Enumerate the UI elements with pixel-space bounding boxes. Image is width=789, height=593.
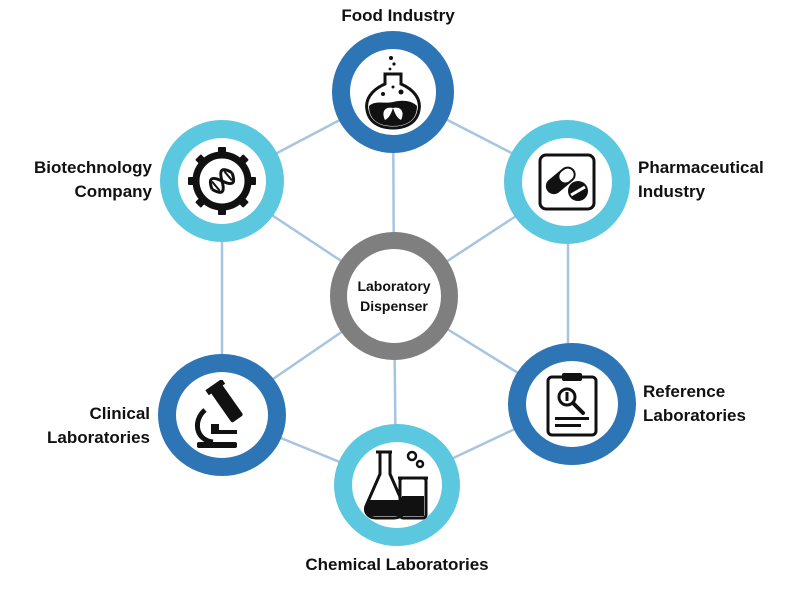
label-biotechnology-company: Biotechnology Company [33, 158, 152, 201]
label-chemical-laboratories: Chemical Laboratories [305, 555, 489, 574]
node-pharmaceutical-industry [504, 120, 630, 244]
node-food-industry [332, 31, 454, 153]
node-clinical-laboratories [158, 354, 286, 476]
center-label: Laboratory Dispenser [330, 232, 458, 360]
label-clinical-laboratories: Clinical Laboratories [47, 404, 150, 447]
label-pharmaceutical-industry: Pharmaceutical Industry [638, 158, 764, 201]
clipboard-magnifier-icon [546, 373, 598, 437]
dna-gear-icon [188, 147, 256, 215]
center-label-line2: Dispenser [360, 298, 428, 314]
pills-icon [538, 153, 596, 211]
label-food-industry: Food Industry [341, 6, 455, 25]
microscope-icon [195, 380, 243, 448]
beakers-icon [364, 450, 428, 520]
label-reference-laboratories: Reference Laboratories [643, 382, 746, 425]
node-biotechnology-company [160, 120, 284, 242]
node-reference-laboratories [508, 343, 636, 465]
center-label-line1: Laboratory [357, 278, 431, 294]
flask-with-leaves-icon [365, 56, 421, 130]
node-chemical-laboratories [334, 424, 460, 546]
